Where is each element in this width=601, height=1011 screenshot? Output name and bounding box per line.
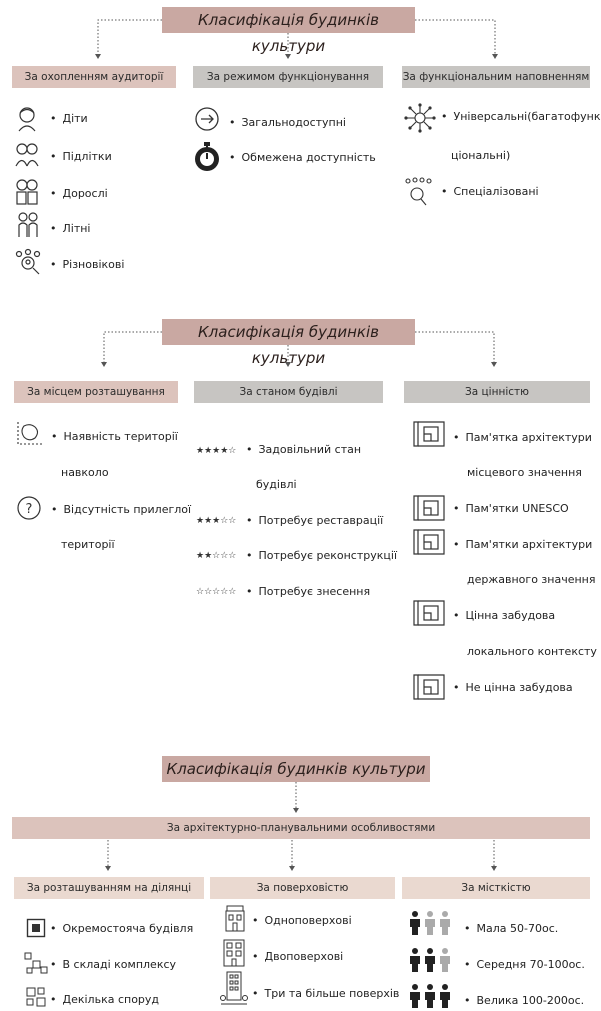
- section3-header-capacity: За місткістю: [402, 877, 590, 899]
- svg-text:?: ?: [26, 502, 33, 517]
- territory-map-icon: [17, 422, 42, 445]
- two-story-building-icon: [223, 939, 245, 967]
- capacity-item: •Велика 100-200ос.: [464, 994, 585, 1007]
- function-item: •Спеціалізовані: [441, 185, 539, 198]
- multi-story-building-icon: [220, 971, 248, 1005]
- floors-item: •Одноповерхові: [252, 914, 352, 927]
- function-item-cont: ціональні): [451, 149, 511, 162]
- section2-header-value: За цінністю: [404, 381, 590, 403]
- rating-stars-icon: ☆☆☆☆☆: [196, 587, 237, 597]
- section1-header-mode: За режимом функціонування: [193, 66, 383, 88]
- site-item: •В складі комплексу: [50, 958, 177, 971]
- building-plan-icon: [413, 421, 445, 447]
- capacity-item: •Мала 50-70ос.: [464, 922, 559, 935]
- value-item-cont: локального контексту: [467, 645, 597, 658]
- section1-header-function: За функціональним наповненням: [402, 66, 590, 88]
- location-item: •Відсутність прилеглої: [51, 503, 192, 516]
- section1-title: Класифікація будинків культури: [162, 7, 415, 55]
- section2-title: Класифікація будинків культури: [162, 319, 415, 367]
- audience-item: •Літні: [50, 222, 91, 235]
- audience-item: •Підлітки: [50, 150, 112, 163]
- section2-header-condition: За станом будівлі: [194, 381, 383, 403]
- building-plan-icon: [413, 674, 445, 700]
- small-capacity-people-icon: [410, 911, 450, 935]
- site-item: •Окремостояча будівля: [50, 922, 194, 935]
- rating-stars-icon: ★★★★☆: [196, 446, 237, 456]
- several-buildings-icon: [26, 987, 46, 1007]
- mode-item: •Загальнодоступні: [229, 116, 346, 129]
- condition-item-cont: будівлі: [256, 478, 297, 491]
- building-plan-icon: [413, 529, 445, 555]
- mode-item: •Обмежена доступність: [229, 151, 376, 164]
- section3-header-floors: За поверховістю: [210, 877, 395, 899]
- child-icon: [18, 107, 36, 132]
- condition-item: •Потребує реставрації: [246, 514, 384, 527]
- rating-stars-icon: ★★★☆☆: [196, 516, 237, 526]
- elderly-icon: [18, 212, 38, 237]
- value-item: •Цінна забудова: [453, 609, 556, 622]
- section2-header-location: За місцем розташування: [14, 381, 178, 403]
- value-item: •Не цінна забудова: [453, 681, 573, 694]
- value-item-cont: державного значення: [467, 573, 596, 586]
- location-item: •Наявність території: [51, 430, 178, 443]
- one-story-building-icon: [225, 905, 245, 932]
- location-item-cont: навколо: [61, 466, 109, 479]
- people-search-icon: [405, 177, 432, 206]
- adult-icon: [16, 179, 38, 205]
- floors-item: •Три та більше поверхів: [252, 987, 400, 1000]
- value-item-cont: місцевого значення: [467, 466, 582, 479]
- function-item: •Універсальні(багатофунк: [441, 110, 601, 123]
- multi-age-icon: [15, 248, 41, 275]
- capacity-item: •Середня 70-100ос.: [464, 958, 585, 971]
- section3-header-site: За розташуванням на ділянці: [14, 877, 204, 899]
- arrow-circle-icon: [195, 107, 219, 131]
- question-circle-icon: ?: [17, 496, 41, 520]
- audience-item: •Діти: [50, 112, 88, 125]
- condition-item: •Потребує реконструкції: [246, 549, 397, 562]
- section3-main-header: За архітектурно-планувальними особливост…: [12, 817, 590, 839]
- teen-icon: [15, 143, 39, 167]
- condition-item: •Задовільний стан: [246, 443, 362, 456]
- rating-stars-icon: ★★☆☆☆: [196, 551, 237, 561]
- value-item: •Пам'ятки UNESCO: [453, 502, 569, 515]
- audience-item: •Дорослі: [50, 187, 108, 200]
- condition-item: •Потребує знесення: [246, 585, 371, 598]
- building-plan-icon: [413, 600, 445, 626]
- large-capacity-people-icon: [410, 984, 450, 1008]
- floors-item: •Двоповерхові: [252, 950, 344, 963]
- value-item: •Пам'ятка архітектури: [453, 431, 592, 444]
- location-item-cont: території: [61, 538, 115, 551]
- network-globe-icon: [404, 103, 436, 133]
- standalone-building-icon: [26, 918, 46, 938]
- site-item: •Декілька споруд: [50, 993, 160, 1006]
- section1-header-audience: За охопленням аудиторії: [12, 66, 176, 88]
- complex-building-icon: [24, 952, 48, 974]
- audience-item: •Різновікові: [50, 258, 125, 271]
- value-item: •Пам'ятки архітектури: [453, 538, 593, 551]
- section3-title: Класифікація будинків культури: [162, 756, 430, 782]
- medium-capacity-people-icon: [410, 948, 450, 972]
- building-plan-icon: [413, 495, 445, 521]
- stopwatch-icon: [195, 142, 219, 171]
